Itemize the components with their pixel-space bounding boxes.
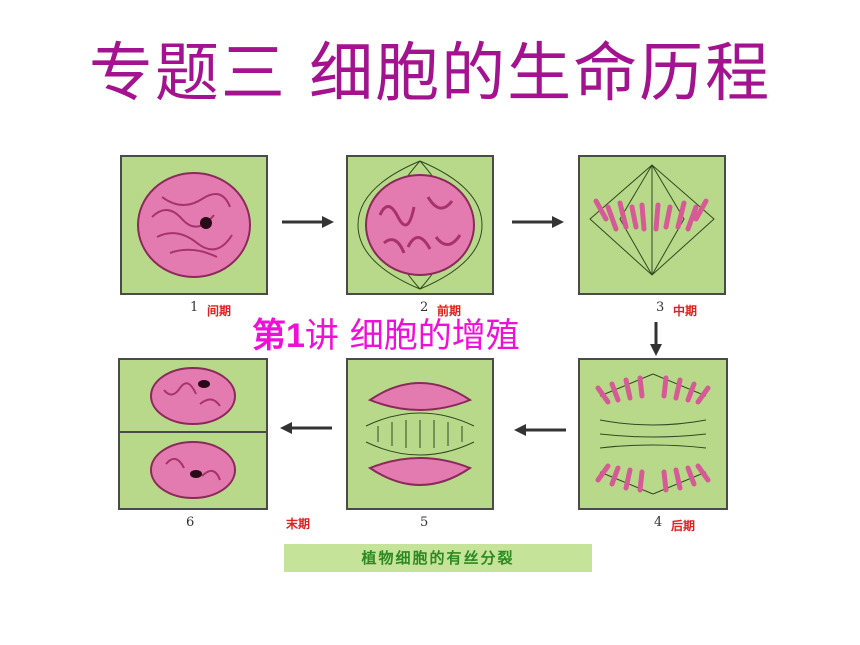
lecture-subtitle: 第1讲 细胞的增殖 [252, 308, 520, 357]
metaphase-cell-illustration [589, 164, 715, 276]
stage-label-1: 间期 [207, 304, 232, 318]
stage-label-3: 中期 [673, 304, 698, 318]
telophase-cell-illustration [365, 382, 475, 486]
stage-number-3: 3 [656, 300, 665, 315]
lecture-number: 第1 [252, 317, 305, 355]
panel-interphase [120, 155, 268, 295]
panel-anaphase [578, 358, 728, 510]
stage-number-4: 4 [654, 515, 663, 530]
stage-label-4: 后期 [671, 519, 696, 533]
arrow-left-1 [514, 424, 566, 436]
stage-number-5: 5 [420, 515, 429, 530]
stage-number-1: 1 [190, 300, 199, 315]
panel-metaphase [578, 155, 726, 295]
panel-prophase [346, 155, 494, 295]
arrow-right-1 [282, 216, 334, 228]
stage-label-6: 末期 [286, 517, 311, 531]
interphase-cell-illustration [137, 172, 251, 278]
anaphase-cell-illustration [595, 373, 711, 495]
lecture-topic: 讲 细胞的增殖 [304, 316, 520, 356]
panel-telophase-result [118, 358, 268, 510]
arrow-down [650, 322, 662, 356]
page-title: 专题三 细胞的生命历程 [88, 37, 772, 111]
daughter-cells-illustration [120, 367, 266, 499]
arrow-right-2 [512, 216, 564, 228]
stage-number-2: 2 [420, 300, 429, 315]
stage-number-6: 6 [186, 515, 195, 530]
arrow-left-2 [280, 422, 332, 434]
panel-telophase [346, 358, 494, 510]
prophase-cell-illustration [357, 160, 483, 290]
stage-label-2: 前期 [437, 304, 462, 318]
figure-caption: 植物细胞的有丝分裂 [284, 544, 592, 572]
